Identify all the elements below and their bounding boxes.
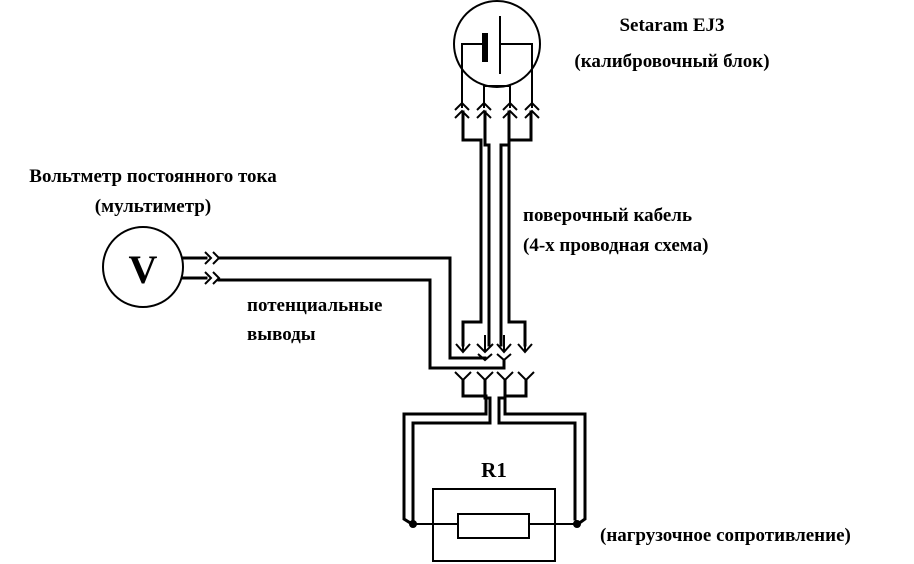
battery-lead-middle [483, 85, 511, 108]
cable-wire-3 [499, 110, 511, 347]
cable-wire-2 [483, 110, 491, 347]
voltmeter-circle [102, 226, 184, 308]
battery-lead-left [461, 43, 485, 108]
voltmeter-subtitle: (мультиметр) [95, 196, 211, 217]
top-connector [454, 101, 540, 119]
resistor-wires [402, 378, 587, 527]
voltmeter: V [102, 226, 221, 308]
resistor-wire-3 [497, 378, 577, 521]
potential-leads [217, 256, 506, 370]
junction-dot-left [409, 520, 417, 528]
resistor-designator: R1 [481, 458, 507, 482]
calibration-unit-name: Setaram EJ3 [619, 15, 724, 36]
test-cable-label-2: (4-х проводная схема) [523, 235, 708, 256]
potential-leads-label-2: выводы [247, 324, 316, 345]
cable-wire-4 [507, 110, 533, 347]
cable-wire-1 [461, 110, 483, 347]
junction-dot-right [573, 520, 581, 528]
test-cable-label-1: поверочный кабель [523, 205, 692, 226]
calibration-unit [453, 0, 541, 108]
resistor-connector [454, 371, 535, 382]
resistor-wire-4 [503, 378, 587, 527]
battery-lead-right [500, 43, 533, 108]
voltmeter-title: Вольтметр постоянного тока [29, 166, 277, 187]
potential-lead-2 [217, 278, 506, 370]
resistor-wire-1 [402, 378, 488, 527]
battery-icon [482, 16, 501, 74]
test-cable-wires [461, 110, 533, 347]
resistor-symbol [457, 513, 530, 539]
potential-lead-1 [217, 256, 487, 360]
potential-leads-label-1: потенциальные [247, 295, 382, 316]
resistor-wire-2 [411, 378, 492, 521]
calibration-unit-description: (калибровочный блок) [574, 51, 769, 72]
cable-lower-connector [455, 335, 533, 362]
voltmeter-symbol: V [129, 247, 158, 292]
load-resistor [409, 488, 581, 562]
resistor-description: (нагрузочное сопротивление) [600, 525, 851, 546]
